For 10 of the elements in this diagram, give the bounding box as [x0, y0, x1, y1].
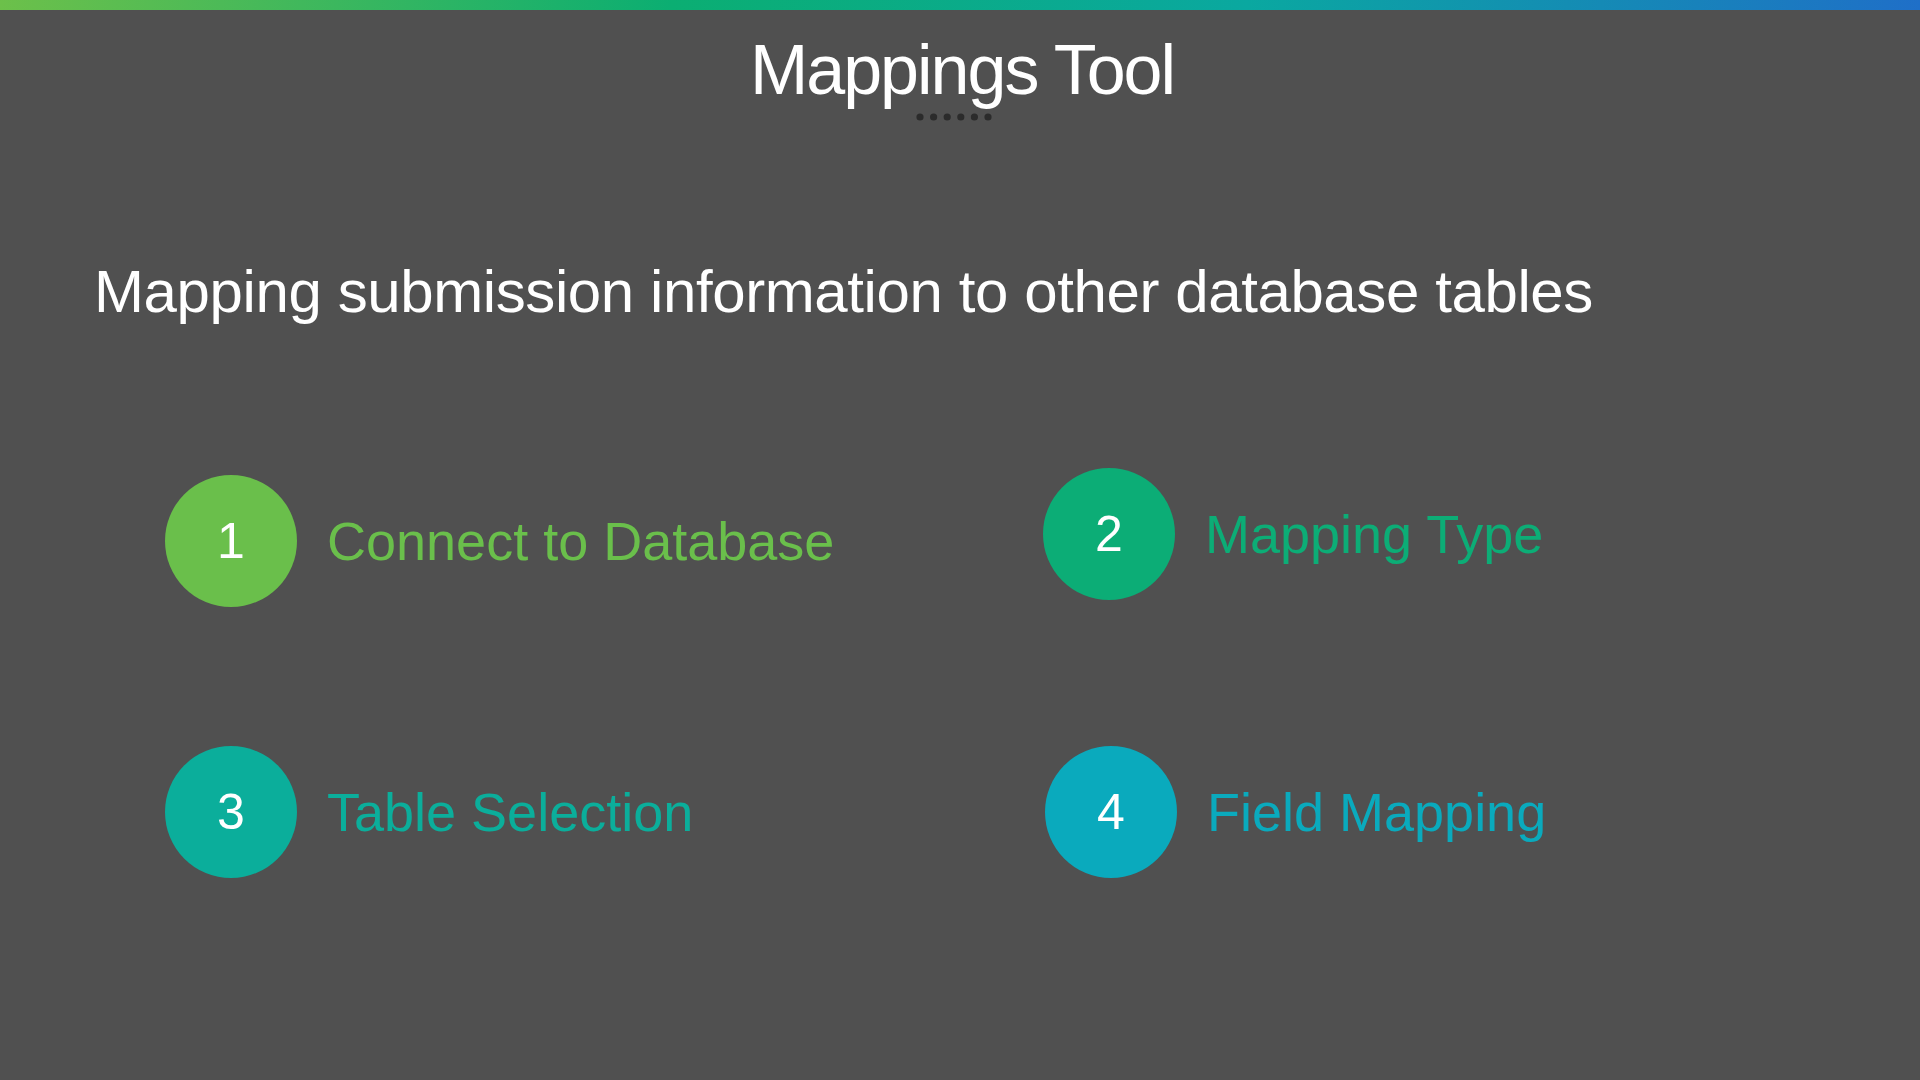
step-label: Field Mapping	[1207, 780, 1547, 844]
title: Mappings Tool	[749, 30, 1175, 111]
step-number-badge: 2	[1043, 468, 1175, 600]
step-number-badge: 4	[1045, 746, 1177, 878]
step-number-badge: 1	[165, 475, 297, 607]
step-label: Mapping Type	[1205, 502, 1544, 566]
subtitle: Mapping submission information to other database tables	[94, 257, 1593, 326]
step-number-badge: 3	[165, 746, 297, 878]
step-label: Connect to Database	[327, 509, 835, 573]
step-label: Table Selection	[327, 780, 694, 844]
